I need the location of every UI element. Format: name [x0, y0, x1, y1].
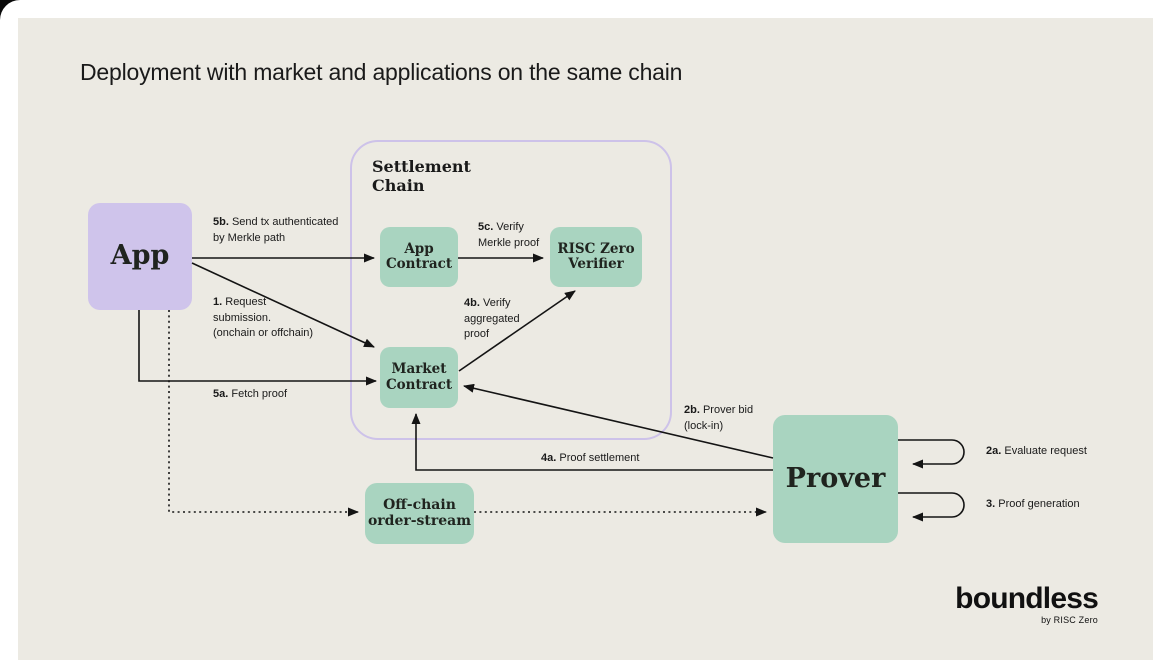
boundless-logo: boundless by RISC Zero — [955, 582, 1099, 626]
edge-label-5c-number: 5c. — [478, 221, 494, 233]
edge-label-5c: 5c. Verify Merkle proof — [478, 220, 539, 251]
diagram-title: Deployment with market and applications … — [80, 59, 683, 85]
edge-label-2a: 2a. Evaluate request — [986, 444, 1087, 460]
edge-label-5a: 5a. Fetch proof — [213, 387, 287, 403]
settlement-chain-label: Settlement Chain — [372, 157, 471, 195]
node-market-contract: Market Contract — [380, 347, 458, 408]
edge-label-5a-number: 5a. — [213, 388, 229, 400]
edge-label-4b-number: 4b. — [464, 297, 480, 309]
node-prover-label: Prover — [785, 462, 886, 494]
edge-label-4a-number: 4a. — [541, 452, 557, 464]
edge-label-2a-text: Evaluate request — [1004, 445, 1087, 457]
node-risc-zero-verifier-label: RISC Zero Verifier — [557, 240, 635, 272]
node-risc-zero-verifier: RISC Zero Verifier — [550, 227, 642, 287]
boundless-byline: by RISC Zero — [1041, 615, 1098, 625]
edge-label-1: 1. Request submission. (onchain or offch… — [213, 295, 313, 342]
node-app-contract: App Contract — [380, 227, 458, 287]
node-app-label: App — [110, 240, 170, 272]
edge-label-2a-number: 2a. — [986, 445, 1002, 457]
edge-label-5b: 5b. Send tx authenticated by Merkle path — [213, 215, 338, 246]
boundless-wordmark: boundless — [955, 582, 1099, 615]
edge-label-5c-text: Verify Merkle proof — [478, 221, 540, 249]
edge-label-2b: 2b. Prover bid (lock-in) — [684, 403, 753, 434]
edge-label-5b-text: Send tx authenticated by Merkle path — [213, 216, 339, 244]
edge-label-2b-number: 2b. — [684, 404, 700, 416]
node-offchain-order-stream: Off-chain order-stream — [365, 483, 474, 544]
edge-label-3-text: Proof generation — [998, 498, 1080, 510]
edge-label-5b-number: 5b. — [213, 216, 229, 228]
edge-label-5a-text: Fetch proof — [231, 388, 287, 400]
node-market-contract-label: Market Contract — [385, 361, 453, 393]
node-app: App — [88, 203, 192, 310]
edge-label-3-number: 3. — [986, 498, 996, 510]
node-prover: Prover — [773, 415, 898, 543]
edge-label-4a-text: Proof settlement — [559, 452, 640, 464]
edge-label-3: 3. Proof generation — [986, 497, 1080, 513]
node-app-contract-label: App Contract — [385, 240, 453, 272]
edge-label-1-text: Request submission. (onchain or offchain… — [213, 296, 314, 340]
node-offchain-order-stream-label: Off-chain order-stream — [367, 496, 472, 529]
edge-label-1-number: 1. — [213, 296, 223, 308]
edge-label-4a: 4a. Proof settlement — [541, 451, 639, 467]
edge-label-4b: 4b. Verify aggregated proof — [464, 296, 520, 343]
